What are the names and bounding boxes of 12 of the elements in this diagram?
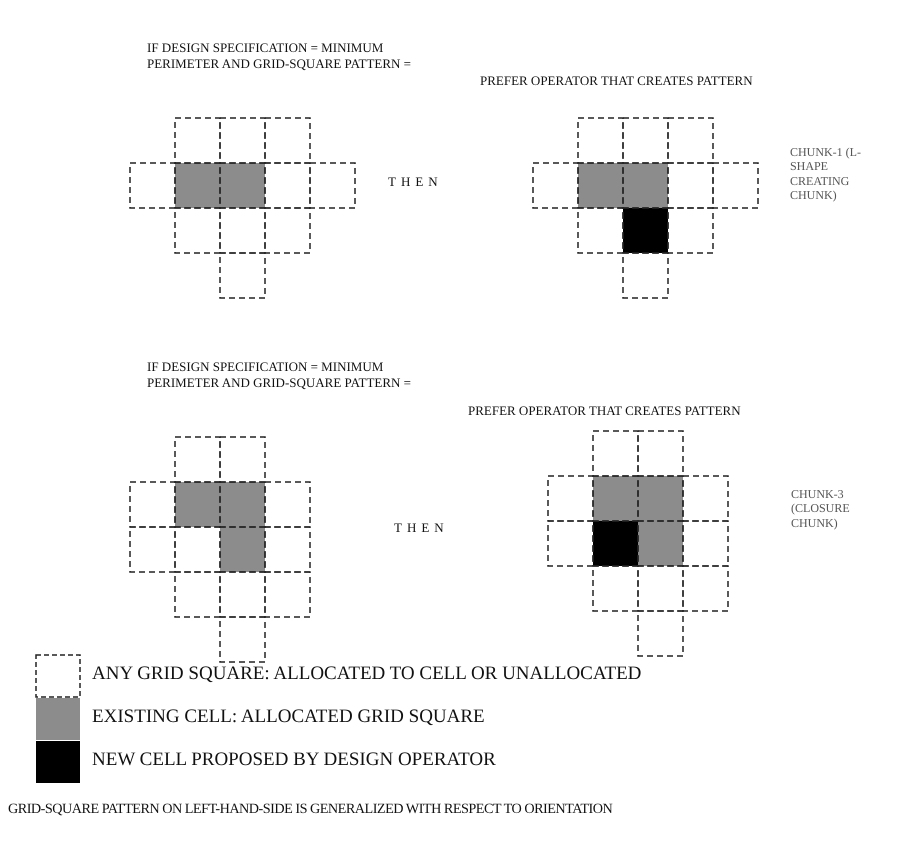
legend-label: NEW CELL PROPOSED BY DESIGN OPERATOR bbox=[92, 749, 496, 771]
then-text: THEN bbox=[394, 520, 449, 536]
then-text: THEN bbox=[388, 174, 443, 190]
action-text: PREFER OPERATOR THAT CREATES PATTERN bbox=[468, 403, 741, 419]
action-text: PREFER OPERATOR THAT CREATES PATTERN bbox=[480, 73, 753, 89]
condition-text: IF DESIGN SPECIFICATION = MINIMUM PERIMETER AND GRID-SQUARE PATTERN = bbox=[147, 359, 412, 390]
chunk-caption: CHUNK-3 (CLOSURE CHUNK) bbox=[791, 487, 851, 530]
footnote-text: GRID-SQUARE PATTERN ON LEFT-HAND-SIDE IS GENERALIZED WITH RESPECT TO ORIENTATION bbox=[8, 801, 612, 818]
legend-label: EXISTING CELL: ALLOCATED GRID SQUARE bbox=[92, 706, 485, 728]
legend-label: ANY GRID SQUARE: ALLOCATED TO CELL OR UNALLOCATED bbox=[92, 663, 642, 685]
condition-text: IF DESIGN SPECIFICATION = MINIMUM PERIMETER AND GRID-SQUARE PATTERN = bbox=[147, 40, 412, 72]
chunk-caption: CHUNK-1 (L-SHAPE CREATING CHUNK) bbox=[790, 145, 862, 203]
